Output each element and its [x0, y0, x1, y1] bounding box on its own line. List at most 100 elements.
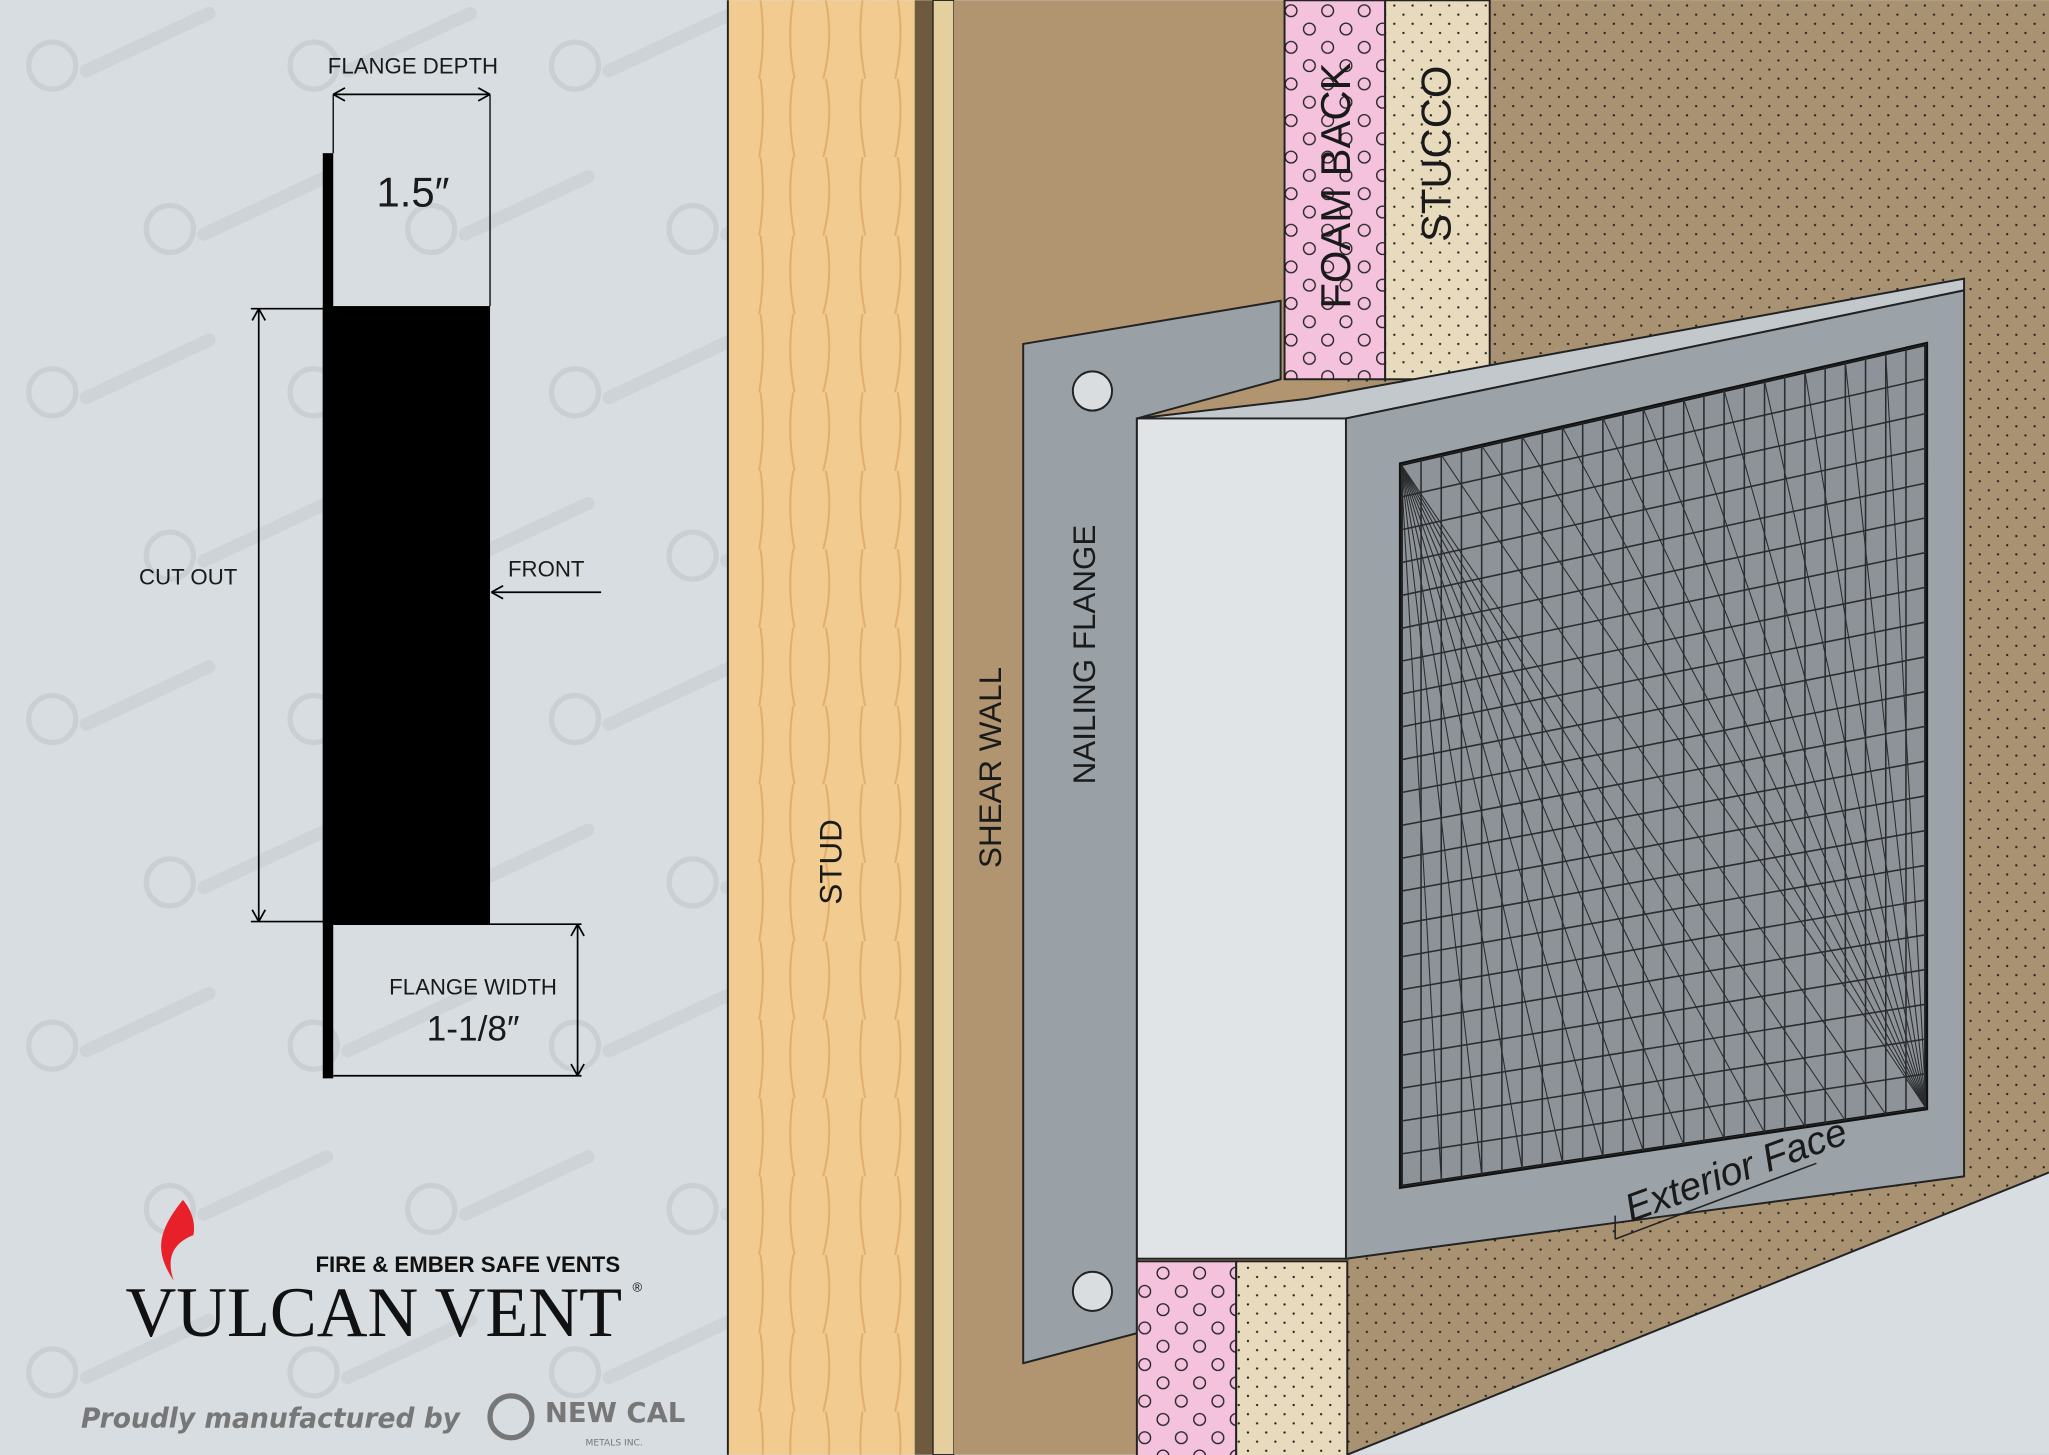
- watermark-emblem-icon: [548, 333, 739, 419]
- mesh-wire: [1400, 463, 1765, 1133]
- shear-wall-edge: [914, 0, 934, 1455]
- mesh-wire: [1723, 390, 1927, 1109]
- cut-out-body: [322, 306, 491, 925]
- watermark-emblem-icon: [26, 1313, 216, 1399]
- wall-bottom-edge: [1346, 1171, 2049, 1455]
- cut-out-label: CUT OUT: [139, 564, 238, 589]
- maker-name: NEW CAL: [545, 1398, 685, 1429]
- watermark-emblem-icon: [143, 170, 334, 256]
- mesh-wire: [1400, 464, 1644, 1151]
- flange-depth-value: 1.5″: [376, 169, 449, 216]
- watermark-emblem-icon: [143, 823, 334, 909]
- watermark-emblem-icon: [26, 6, 216, 92]
- vent-profile: FLANGE DEPTH 1.5″ CUT OUT FRONT FLANGE W…: [139, 53, 602, 1079]
- watermark-emblem-icon: [287, 986, 477, 1072]
- mesh-wire: [1642, 408, 1927, 1109]
- mesh-wire: [1400, 464, 1483, 1175]
- mesh-wire: [1400, 829, 1927, 925]
- mesh-wire: [1400, 463, 1685, 1145]
- mesh-wire: [1481, 445, 1927, 1109]
- watermark-emblem-icon: [548, 6, 739, 92]
- mesh-wire: [1400, 933, 1927, 1024]
- watermark-emblem-icon: [548, 986, 739, 1072]
- vent-side-face: [1135, 417, 1347, 1260]
- mesh-wire: [1521, 436, 1927, 1109]
- logo-name: VULCAN VENT: [125, 1274, 622, 1352]
- stud-grain: [727, 0, 915, 1455]
- watermark-emblem-icon: [143, 496, 334, 582]
- mesh-wire: [1400, 464, 1442, 1181]
- watermark-emblem-icon: [26, 660, 216, 746]
- watermark-emblem-icon: [26, 333, 216, 419]
- mesh-wire: [1602, 417, 1927, 1109]
- logo-tagline: FIRE & EMBER SAFE VENTS: [315, 1252, 620, 1277]
- mesh-wire: [1400, 516, 1927, 630]
- mesh-wire: [1804, 371, 1927, 1109]
- stud-label: STUD: [814, 819, 849, 904]
- nail-hole-bottom: [1071, 1270, 1114, 1312]
- mesh-wire: [1400, 464, 1604, 1157]
- mesh-wire: [1400, 1038, 1927, 1122]
- mesh-wire: [1400, 412, 1927, 531]
- watermark-emblem-icon: [405, 1150, 595, 1236]
- stucco-label: STUCCO: [1413, 66, 1460, 242]
- mesh-wire: [1400, 621, 1927, 728]
- exterior-face-leader: [1614, 1162, 1817, 1240]
- nailing-flange-label: NAILING FLANGE: [1067, 525, 1102, 785]
- vulcan-vent-logo: FIRE & EMBER SAFE VENTS VULCAN VENT ® Pr…: [81, 1199, 685, 1449]
- shear-wall-label: SHEAR WALL: [973, 667, 1008, 868]
- watermark-emblem-icon: [548, 660, 739, 746]
- foam-back-label: FOAM BACK: [1312, 62, 1359, 308]
- mesh-wire: [1400, 725, 1927, 827]
- cut-out-arrows: [250, 307, 323, 923]
- foam-back-bottom-texture: [1136, 1261, 1237, 1455]
- mesh-wire: [1844, 362, 1927, 1109]
- mesh-wire: [1400, 690, 1927, 794]
- front-label: FRONT: [508, 557, 585, 582]
- mesh-wire: [1400, 655, 1927, 761]
- mesh-wire: [1400, 1072, 1927, 1155]
- mesh-wire: [1885, 353, 1927, 1109]
- flange-width-dimension: [333, 923, 585, 1077]
- mesh-wire: [1400, 463, 1806, 1127]
- flange-width-label: FLANGE WIDTH: [389, 975, 557, 1000]
- watermark-emblem-icon: [287, 6, 477, 92]
- sheathing-strip: [932, 0, 955, 1455]
- registered-mark: ®: [632, 1279, 642, 1294]
- foam-back-top-texture: [1284, 0, 1386, 380]
- maker-sub: METALS INC.: [586, 1439, 643, 1449]
- flange-depth-arrows: [332, 87, 491, 102]
- flange-depth-label: FLANGE DEPTH: [328, 53, 498, 78]
- mesh-wire: [1400, 551, 1927, 663]
- mesh-grid: [1400, 343, 1927, 1187]
- nail-hole-top: [1071, 370, 1114, 412]
- watermark-emblem-icon: [26, 986, 216, 1072]
- mesh-wire: [1400, 864, 1927, 958]
- mesh-wire: [1400, 447, 1927, 564]
- mesh-wire: [1562, 426, 1927, 1109]
- stucco-top-texture: [1385, 0, 1490, 380]
- mesh-wire: [1400, 377, 1927, 498]
- mesh-wire: [1400, 586, 1927, 695]
- mesh-wire: [1400, 464, 1523, 1169]
- mesh-wire: [1400, 464, 1563, 1163]
- flame-icon: [161, 1199, 195, 1281]
- mesh-wire: [1440, 454, 1887, 1115]
- watermark-emblem-icon: [405, 170, 595, 256]
- made-by-text: Proudly manufactured by: [81, 1403, 461, 1434]
- mesh-wire: [1764, 380, 1927, 1109]
- mesh-wire: [1400, 463, 1846, 1121]
- front-arrow: [490, 584, 602, 600]
- mesh-wire: [1400, 482, 1927, 597]
- stucco-bottom-texture: [1236, 1261, 1348, 1455]
- new-cal-emblem-icon: [487, 1393, 535, 1441]
- mesh-wire: [1400, 1003, 1927, 1090]
- mesh-wire: [1400, 463, 1725, 1139]
- watermark-emblem-icon: [287, 1313, 477, 1399]
- watermark-emblem-icon: [548, 1313, 739, 1399]
- mesh-wire: [1400, 794, 1927, 892]
- mesh-wire: [1683, 399, 1927, 1109]
- flange-width-value: 1-1/8″: [427, 1009, 520, 1048]
